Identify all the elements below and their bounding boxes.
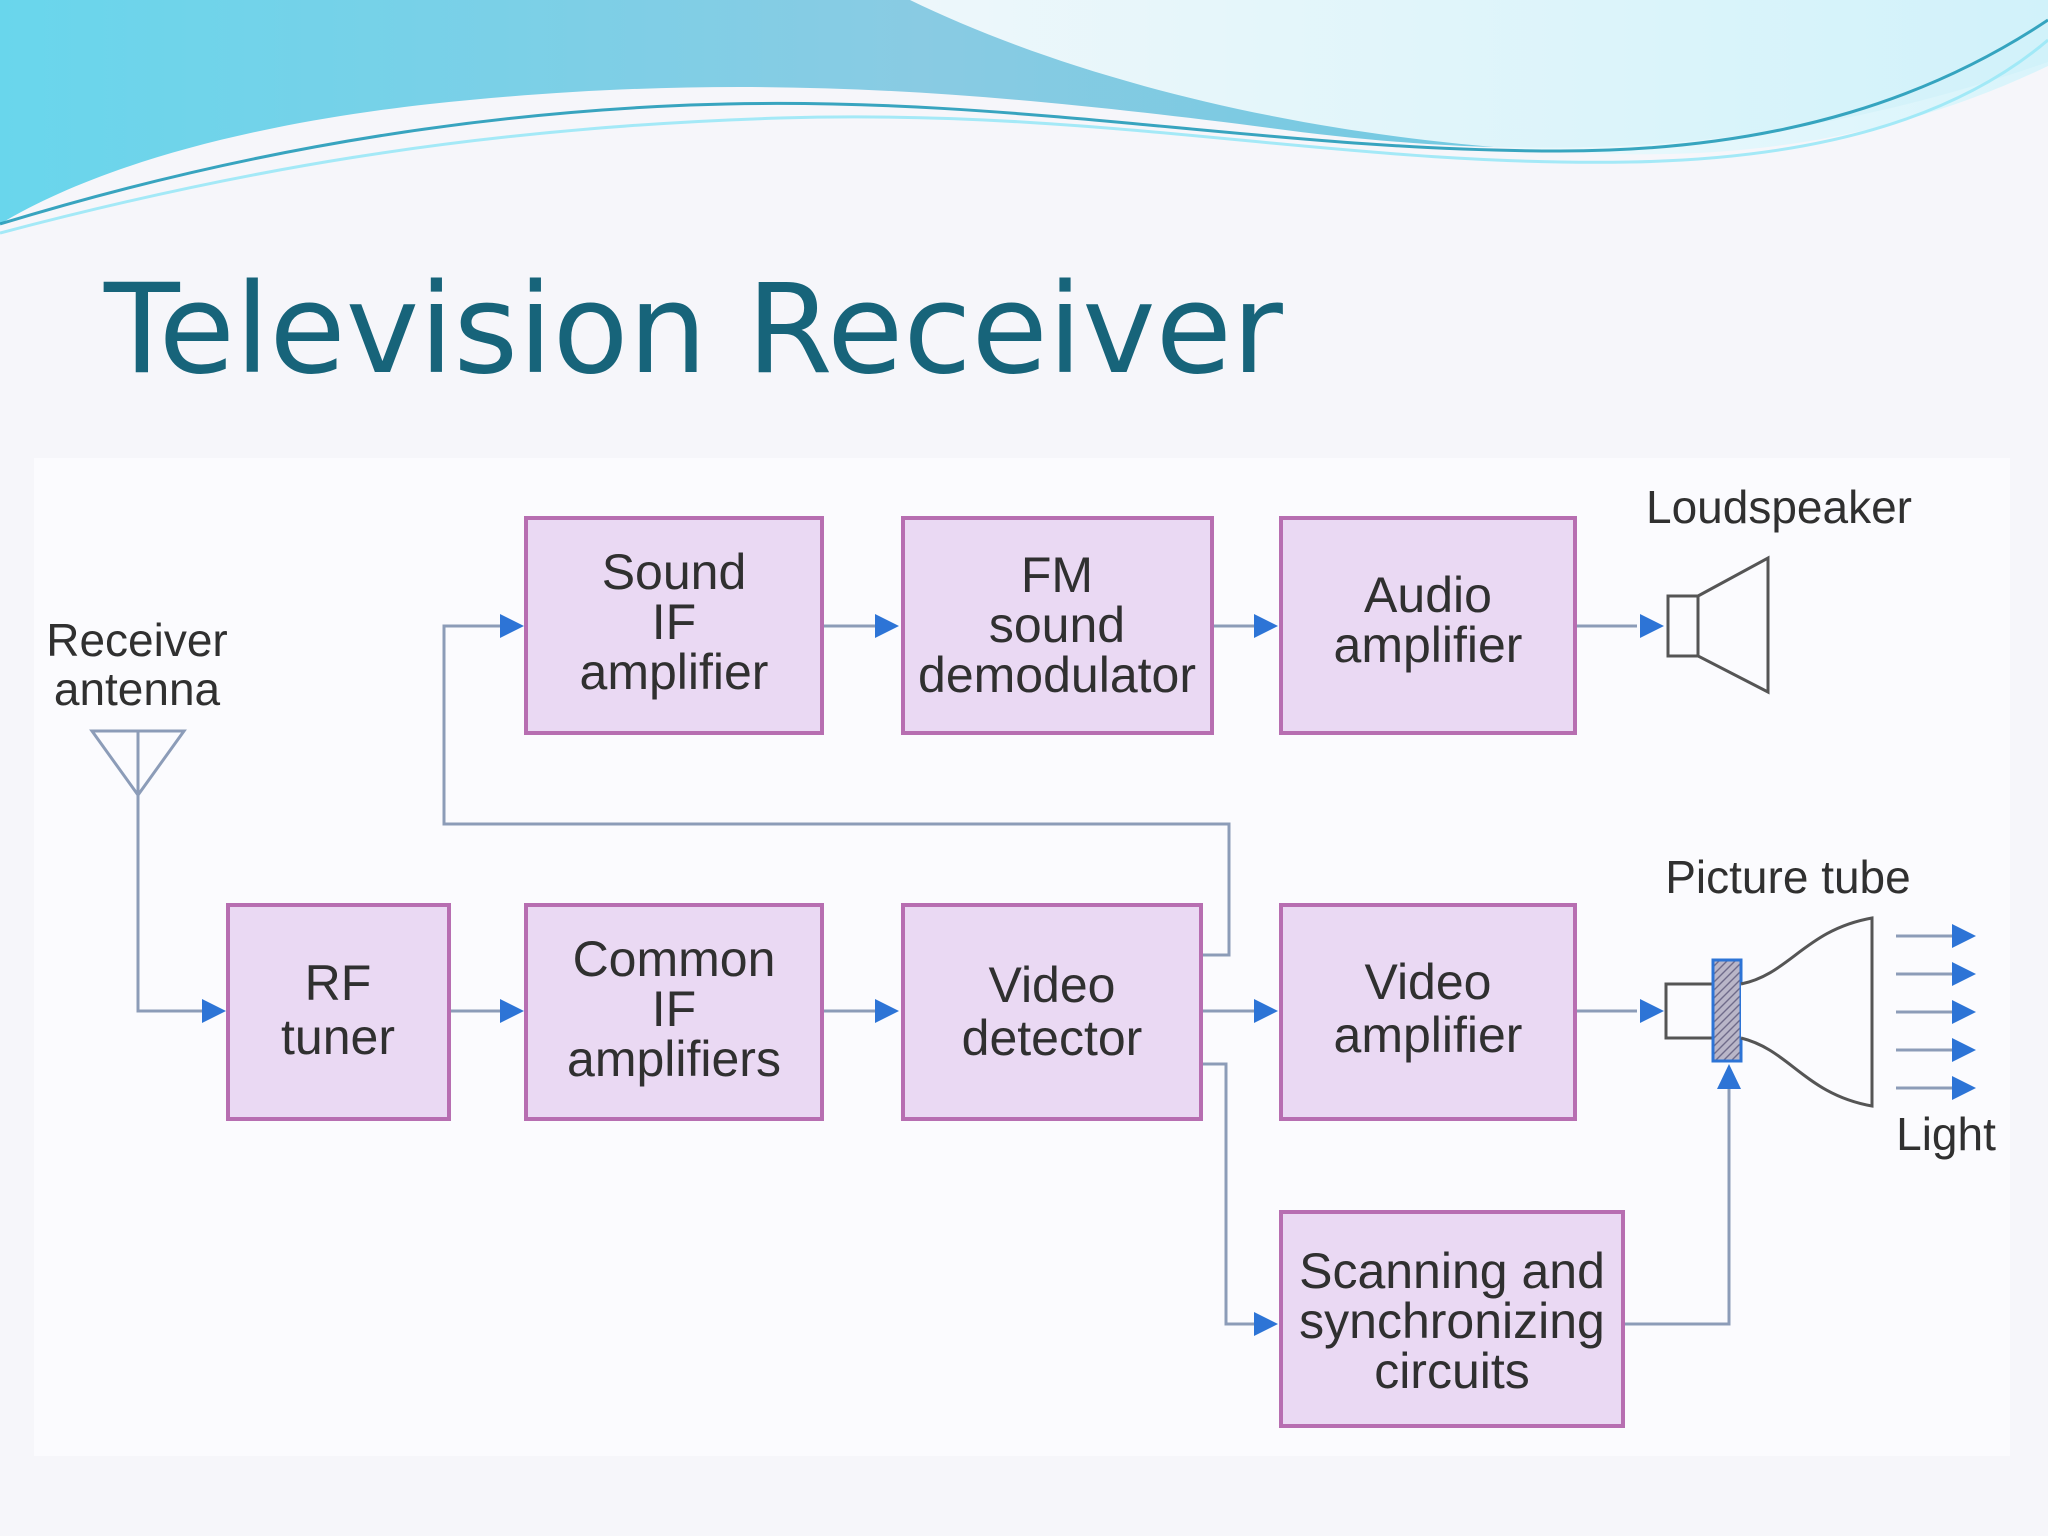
- block-label-line: demodulator: [918, 647, 1196, 703]
- block-frame: [524, 903, 824, 1121]
- page-title: Television Receiver: [104, 258, 1283, 402]
- arrow-to-sound-if-amplifier: [500, 614, 524, 638]
- block-label-line: amplifier: [580, 644, 769, 700]
- block-label-line: Video: [989, 957, 1116, 1013]
- arrow-from-scanning-to-picture-tube: [1717, 1064, 1741, 1089]
- arrow-to-audio-amplifier: [1254, 614, 1278, 638]
- block-label-line: Sound: [602, 544, 747, 600]
- block-label-line: IF: [652, 594, 696, 650]
- light-rays: [1896, 924, 1976, 1100]
- block-frame: [226, 903, 451, 1121]
- receiver-antenna-label-line: antenna: [54, 663, 221, 715]
- arrow-to-video-amplifier: [1254, 999, 1278, 1023]
- receiver-antenna-label-line: Receiver: [46, 614, 228, 666]
- signal-arrows: [202, 614, 1741, 1336]
- block-label-line: Scanning and: [1299, 1243, 1605, 1299]
- block-label-line: circuits: [1374, 1343, 1530, 1399]
- block-label-line: IF: [652, 981, 696, 1037]
- block-frame: [1279, 516, 1577, 735]
- block-frame: [1279, 903, 1577, 1121]
- block-frame: [524, 516, 824, 735]
- audio-amplifier-block: Audio amplifier: [1279, 516, 1577, 735]
- arrow-to-video-detector: [875, 999, 899, 1023]
- loudspeaker-icon: [1666, 555, 1770, 695]
- block-label-line: detector: [962, 1010, 1143, 1066]
- video-amplifier-block: Video amplifier: [1279, 903, 1577, 1121]
- arrow-to-common-if-amplifiers: [500, 999, 524, 1023]
- antenna-to-rf-tuner-wire: [136, 795, 210, 1013]
- block-label-line: Common: [573, 931, 776, 987]
- block-label-line: amplifiers: [567, 1031, 781, 1087]
- arrow-to-picture-tube: [1640, 999, 1664, 1023]
- common-if-amplifiers-block: Common IF amplifiers: [524, 903, 824, 1121]
- picture-tube-icon: [1664, 916, 1874, 1108]
- block-label-line: Video: [1365, 954, 1492, 1010]
- arrow-to-loudspeaker: [1640, 614, 1664, 638]
- video-detector-block: Video detector: [901, 903, 1203, 1121]
- block-label-line: Audio: [1364, 567, 1492, 623]
- arrow-to-scanning-circuits: [1254, 1312, 1278, 1336]
- arrow-to-fm-sound-demodulator: [875, 614, 899, 638]
- block-frame: [901, 516, 1214, 735]
- loudspeaker-label: Loudspeaker: [1646, 481, 1912, 533]
- block-frame: [1279, 1210, 1625, 1428]
- block-frame: [901, 903, 1203, 1121]
- block-label-line: tuner: [281, 1009, 395, 1065]
- picture-tube-label: Picture tube: [1665, 851, 1910, 903]
- block-label-line: amplifier: [1334, 617, 1523, 673]
- block-label-line: synchronizing: [1299, 1293, 1605, 1349]
- rf-tuner-block: RF tuner: [226, 903, 451, 1121]
- antenna-icon: [89, 729, 187, 798]
- signal-wires: [136, 624, 1731, 1326]
- header-wave-decoration: [0, 0, 2048, 235]
- scanning-to-picture-tube-wire: [1623, 1080, 1731, 1326]
- sound-feed-wire: [442, 624, 1231, 957]
- block-label-line: sound: [989, 597, 1125, 653]
- light-label: Light: [1896, 1108, 1996, 1160]
- block-label-line: FM: [1021, 547, 1093, 603]
- scanning-synchronizing-circuits-block: Scanning and synchronizing circuits: [1279, 1210, 1625, 1428]
- fm-sound-demodulator-block: FM sound demodulator: [901, 516, 1214, 735]
- video-detector-to-scanning-wire: [1201, 1062, 1262, 1326]
- sound-if-amplifier-block: Sound IF amplifier: [524, 516, 824, 735]
- block-label-line: amplifier: [1334, 1007, 1523, 1063]
- arrow-to-rf-tuner: [202, 999, 226, 1023]
- block-label-line: RF: [305, 955, 372, 1011]
